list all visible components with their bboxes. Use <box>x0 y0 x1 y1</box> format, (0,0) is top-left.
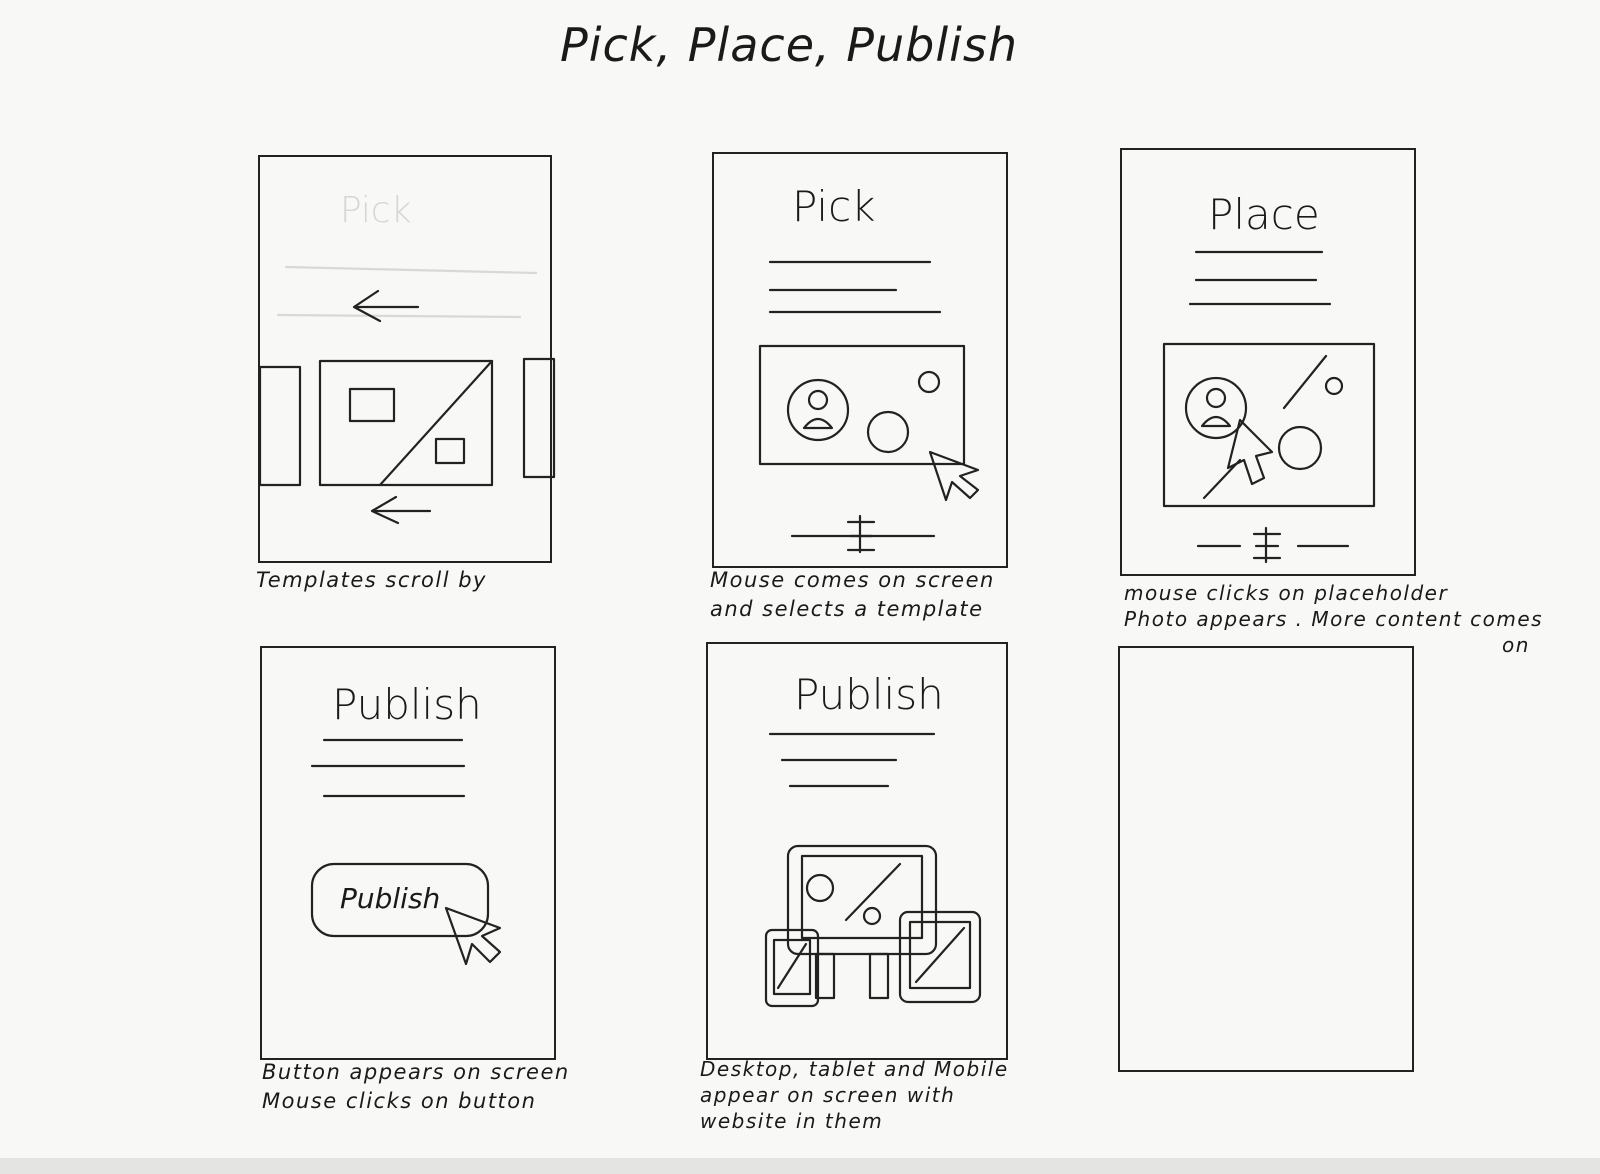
frame-4-sketch <box>310 738 502 966</box>
mobile-icon <box>764 928 820 1008</box>
frame-5-heading: Publish <box>794 670 944 719</box>
caption-line: website in them <box>700 1109 884 1133</box>
publish-button-label: Publish <box>340 882 441 915</box>
caption-line: Desktop, tablet and Mobile <box>700 1057 1009 1081</box>
frame-3-heading: Place <box>1208 190 1320 239</box>
arrow-left-icon <box>370 495 432 525</box>
frame-1-sketch <box>258 265 556 525</box>
caption-line: mouse clicks on placeholder <box>1124 581 1449 605</box>
tablet-icon <box>898 910 982 1004</box>
storyboard-frame-4 <box>260 646 556 1060</box>
frame-5-sketch <box>764 732 982 1008</box>
storyboard-frame-6 <box>1118 646 1414 1072</box>
cursor-icon <box>928 450 980 502</box>
caption-line: on <box>1502 633 1530 657</box>
frame-4-heading: Publish <box>332 680 482 729</box>
frame-1-caption: Templates scroll by <box>256 566 487 595</box>
caption-line: Mouse comes on screen <box>710 568 995 592</box>
scan-edge <box>0 1158 1600 1174</box>
page-title: Pick, Place, Publish <box>560 18 1019 72</box>
cursor-icon <box>1226 418 1274 486</box>
arrow-left-icon <box>352 289 420 323</box>
frame-2-sketch <box>758 260 980 554</box>
frame-1-ghost-heading: Pick <box>340 190 412 231</box>
frame-2-caption: Mouse comes on screen and selects a temp… <box>710 566 995 624</box>
storyboard-frame-5 <box>706 642 1008 1060</box>
caption-line: and selects a template <box>710 597 984 621</box>
caption-line: Photo appears . More content comes <box>1124 607 1544 631</box>
caption-line: Button appears on screen <box>262 1060 570 1084</box>
caption-line: Templates scroll by <box>256 568 487 592</box>
frame-4-caption: Button appears on screen Mouse clicks on… <box>262 1058 570 1116</box>
frame-5-caption: Desktop, tablet and Mobile appear on scr… <box>700 1056 1009 1134</box>
frame-3-sketch <box>1162 250 1376 564</box>
cursor-icon <box>444 906 502 966</box>
caption-line: appear on screen with <box>700 1083 956 1107</box>
frame-3-caption: mouse clicks on placeholder Photo appear… <box>1124 580 1543 658</box>
caption-line: Mouse clicks on button <box>262 1089 537 1113</box>
frame-2-heading: Pick <box>792 182 876 231</box>
storyboard-frame-3 <box>1120 148 1416 576</box>
storyboard-frame-2 <box>712 152 1008 568</box>
desktop-icon <box>786 844 938 956</box>
